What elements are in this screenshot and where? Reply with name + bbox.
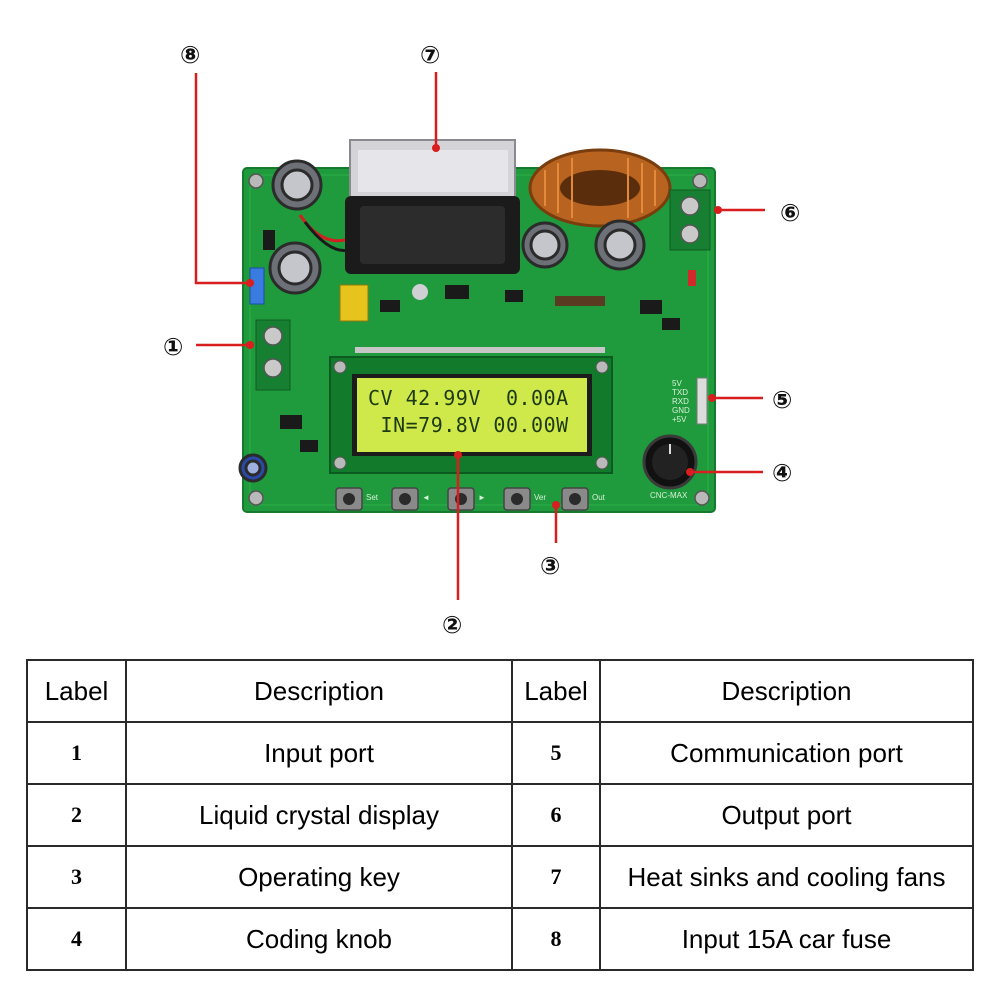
table-cell-description: Input 15A car fuse <box>599 907 974 971</box>
lcd-header-pins <box>355 347 605 353</box>
key-label-3: ► <box>478 493 486 502</box>
callout-5: ⑤ <box>772 386 792 414</box>
table-cell-label: 3 <box>26 845 127 909</box>
table-row: 4 Coding knob 8 Input 15A car fuse <box>26 907 974 971</box>
communication-port: 5V TXD RXD GND +5V <box>672 377 708 425</box>
table-header-row: Label Description Label Description <box>26 659 974 723</box>
output-port <box>669 189 711 251</box>
table-cell-label: 8 <box>511 907 601 971</box>
table-cell-label: 7 <box>511 845 601 909</box>
lcd-line-2: IN=79.8V 00.00W <box>368 413 569 437</box>
knob-label: CNC-MAX <box>650 491 688 500</box>
key-label-4: Ver <box>534 493 546 502</box>
board-diagram: CV 42.99V 0.00A IN=79.8V 00.00W 5V TXD R… <box>163 41 800 639</box>
electrolytic-capacitors <box>238 159 646 483</box>
table-row: 1 Input port 5 Communication port <box>26 721 974 785</box>
pin-label-1: 5V <box>672 379 682 388</box>
table-cell-description: Output port <box>599 783 974 847</box>
table-cell-label: 5 <box>511 721 601 785</box>
table-cell-label: 4 <box>26 907 127 971</box>
table-cell-description: Operating key <box>125 845 513 909</box>
lcd-line-1: CV 42.99V 0.00A <box>368 386 569 410</box>
table-cell-description: Communication port <box>599 721 974 785</box>
header-description-1: Description <box>125 659 513 723</box>
table-cell-label: 2 <box>26 783 127 847</box>
liquid-crystal-display: CV 42.99V 0.00A IN=79.8V 00.00W <box>329 356 613 474</box>
pin-label-4: GND <box>672 406 690 415</box>
pin-label-5: +5V <box>672 415 687 424</box>
operating-key: Set ◄ ► Ver Out <box>335 487 606 511</box>
key-label-1: Set <box>366 493 379 502</box>
leader-dots <box>246 144 722 509</box>
toroid-inductor <box>528 148 672 228</box>
coding-knob: CNC-MAX <box>642 434 698 500</box>
callout-6: ⑥ <box>780 199 800 227</box>
input-port <box>255 319 291 391</box>
pin-label-2: TXD <box>672 388 688 397</box>
table-cell-description: Liquid crystal display <box>125 783 513 847</box>
callout-7: ⑦ <box>420 41 440 69</box>
header-label-2: Label <box>511 659 601 723</box>
callout-8: ⑧ <box>180 41 200 69</box>
table-cell-label: 6 <box>511 783 601 847</box>
callout-2: ② <box>442 611 462 639</box>
leader-lines <box>194 72 765 600</box>
table-cell-label: 1 <box>26 721 127 785</box>
heat-sink-fan <box>345 139 520 274</box>
table-cell-description: Coding knob <box>125 907 513 971</box>
table-cell-description: Input port <box>125 721 513 785</box>
key-label-2: ◄ <box>422 493 430 502</box>
corner-screws <box>248 173 710 506</box>
table-row: 2 Liquid crystal display 6 Output port <box>26 783 974 847</box>
header-description-2: Description <box>599 659 974 723</box>
table-cell-description: Heat sinks and cooling fans <box>599 845 974 909</box>
key-label-5: Out <box>592 493 606 502</box>
callout-4: ④ <box>772 459 792 487</box>
table-row: 3 Operating key 7 Heat sinks and cooling… <box>26 845 974 909</box>
smd-components <box>263 230 696 452</box>
callout-3: ③ <box>540 552 560 580</box>
pin-label-3: RXD <box>672 397 689 406</box>
legend-table: Label Description Label Description 1 In… <box>26 659 974 971</box>
callout-1: ① <box>163 333 183 361</box>
header-label-1: Label <box>26 659 127 723</box>
